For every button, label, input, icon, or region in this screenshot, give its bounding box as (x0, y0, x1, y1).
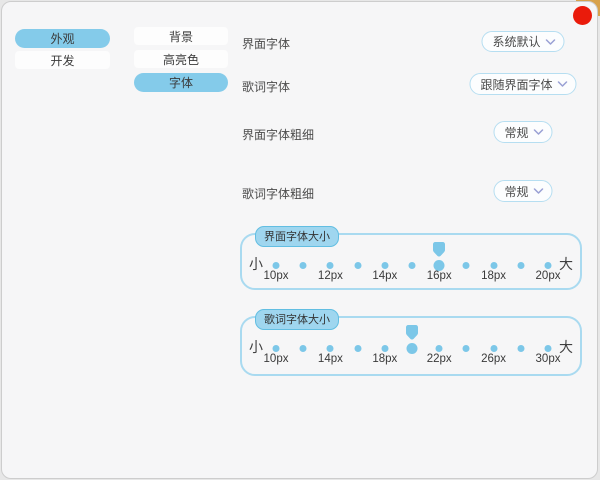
dropdown-value: 跟随界面字体 (480, 77, 553, 92)
subnav-item-background[interactable]: 背景 (134, 27, 228, 45)
slider-tick-label: 22px (426, 353, 452, 365)
slider-tick[interactable] (299, 262, 307, 269)
ui-font-weight-label: 界面字体粗细 (242, 128, 315, 142)
sidebar-item-develop[interactable]: 开发 (15, 51, 110, 69)
slider-tick[interactable] (381, 345, 389, 352)
slider-tick-label: 30px (535, 353, 561, 365)
slider-max-label: 大 (559, 339, 573, 355)
lyric-font-size-group-title: 歌词字体大小 (255, 309, 339, 330)
slider-tick-label: 12px (317, 270, 343, 282)
close-button[interactable] (573, 6, 592, 25)
lyric-font-weight-select[interactable]: 常规 (493, 180, 553, 202)
chevron-down-icon (545, 38, 556, 45)
slider-tick[interactable] (406, 343, 418, 354)
lyric-font-size-group: 歌词字体大小 小 大 10px 14px 18px 22px 26px 30px (240, 309, 582, 376)
ui-font-weight-select[interactable]: 常规 (493, 121, 553, 143)
slider-tick[interactable] (354, 345, 362, 352)
slider-tick-label: 18px (372, 353, 398, 365)
sidebar-item-label: 开发 (50, 53, 75, 68)
chevron-down-icon (533, 129, 544, 135)
slider-tick[interactable] (326, 345, 334, 352)
ui-font-size-slider[interactable]: 10px 12px 14px 16px 18px 20px (264, 235, 560, 288)
slider-thumb[interactable] (405, 325, 419, 340)
slider-tick[interactable] (517, 345, 525, 352)
lyric-font-select[interactable]: 跟随界面字体 (469, 73, 577, 95)
slider-tick[interactable] (462, 262, 470, 269)
ui-font-size-group-title: 界面字体大小 (255, 226, 339, 247)
ui-font-label: 界面字体 (242, 37, 291, 51)
chevron-down-icon (557, 81, 568, 87)
slider-tick[interactable] (381, 262, 389, 269)
slider-tick[interactable] (354, 262, 362, 269)
lyric-font-label: 歌词字体 (242, 80, 291, 94)
slider-tick[interactable] (408, 262, 416, 269)
slider-tick-label: 18px (481, 270, 507, 282)
slider-tick-label: 14px (317, 353, 343, 365)
subnav-item-highlight-color[interactable]: 高亮色 (134, 50, 228, 68)
slider-tick[interactable] (490, 345, 498, 352)
lyric-font-weight-label: 歌词字体粗细 (242, 187, 315, 201)
subnav-item-label: 背景 (168, 29, 193, 44)
slider-tick-label: 16px (426, 270, 452, 282)
slider-min-label: 小 (249, 339, 263, 355)
subnav-item-label: 字体 (168, 76, 193, 90)
slider-tick[interactable] (272, 345, 280, 352)
slider-thumb[interactable] (433, 242, 446, 257)
chevron-down-icon (533, 188, 544, 194)
slider-tick[interactable] (326, 262, 334, 269)
slider-tick[interactable] (299, 345, 307, 352)
slider-tick[interactable] (490, 262, 498, 269)
slider-tick[interactable] (517, 262, 525, 269)
slider-tick-label: 10px (263, 270, 289, 282)
slider-tick[interactable] (462, 345, 470, 352)
dropdown-value: 常规 (504, 125, 529, 140)
ui-font-size-group: 界面字体大小 小 大 10px 12px 14px 16px 18px 20px (240, 226, 582, 290)
sidebar-item-label: 外观 (50, 32, 75, 46)
slider-max-label: 大 (559, 256, 573, 272)
subnav-item-font[interactable]: 字体 (134, 73, 228, 92)
dropdown-value: 常规 (504, 184, 529, 199)
ui-font-select[interactable]: 系统默认 (481, 31, 565, 52)
subnav-item-label: 高亮色 (162, 52, 199, 67)
slider-tick-label: 26px (481, 353, 507, 365)
slider-tick[interactable] (433, 260, 445, 271)
slider-tick-label: 10px (263, 353, 289, 365)
slider-tick[interactable] (435, 345, 443, 352)
sidebar-item-appearance[interactable]: 外观 (15, 29, 110, 48)
slider-tick[interactable] (544, 345, 552, 352)
slider-tick[interactable] (272, 262, 280, 269)
lyric-font-size-slider[interactable]: 10px 14px 18px 22px 26px 30px (264, 318, 560, 374)
dropdown-value: 系统默认 (492, 35, 541, 49)
slider-tick-label: 14px (372, 270, 398, 282)
slider-tick[interactable] (544, 262, 552, 269)
slider-min-label: 小 (249, 256, 263, 272)
slider-tick-label: 20px (535, 270, 561, 282)
